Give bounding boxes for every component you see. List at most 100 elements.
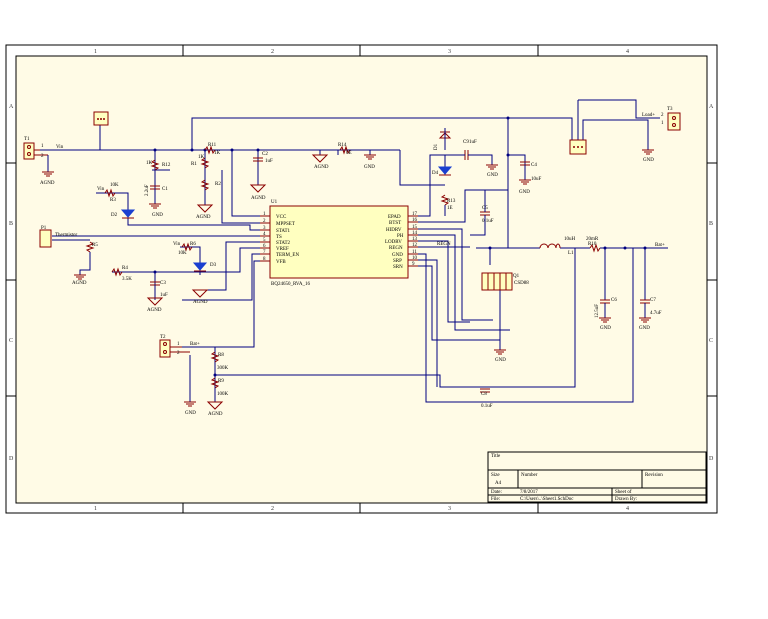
row-label-d: D — [9, 456, 14, 462]
pin-num-9: 9 — [412, 262, 415, 267]
gnd-label-c1: GND — [152, 213, 163, 218]
ic-u1-name: BQ24650_RVA_16 — [271, 282, 310, 287]
r14-ref: R14 — [338, 143, 347, 148]
r3-value: 10K — [110, 183, 119, 188]
c9-ref: C9 — [463, 140, 469, 145]
pin-num-17: 17 — [412, 212, 418, 217]
resistor-r8[interactable] — [210, 351, 220, 363]
resistor-r9[interactable] — [210, 377, 220, 389]
q1-ref: Q1 — [513, 274, 520, 279]
pin-name-lodrv: LODRV — [385, 240, 402, 245]
agnd-symbol-r2 — [196, 204, 214, 213]
connector-p1[interactable] — [39, 229, 52, 248]
c1-value: 2.2uF — [145, 184, 150, 196]
c5-value: 0.1uF — [482, 219, 494, 224]
r2-ref: R2 — [215, 182, 221, 187]
resistor-r3[interactable] — [104, 188, 116, 198]
pin-num-1: 1 — [263, 212, 266, 217]
c9-value: 1uF — [469, 140, 477, 145]
gnd-symbol-t3 — [642, 149, 654, 155]
r6-value: 10K — [178, 251, 187, 256]
c3-value: 1uF — [160, 293, 168, 298]
capacitor-c7[interactable] — [640, 299, 650, 318]
r1-ref: R1 — [191, 162, 197, 167]
resistor-r14[interactable] — [339, 145, 351, 155]
gnd-label-c4: GND — [519, 190, 530, 195]
ic-u1[interactable] — [269, 205, 409, 279]
revision-label: Revision — [645, 473, 663, 478]
c2-value: 1uF — [265, 159, 273, 164]
agnd-label-r2: AGND — [196, 215, 211, 220]
pin-num-10: 10 — [412, 256, 418, 261]
connector-t3[interactable] — [667, 112, 681, 131]
connector-t1[interactable] — [23, 142, 49, 172]
net-label-regn: REGN — [437, 242, 451, 247]
led-d2[interactable] — [120, 209, 136, 219]
d1-ref: D1 — [434, 143, 439, 150]
size-value: A4 — [495, 481, 502, 486]
agnd-label-d3: AGND — [193, 300, 208, 305]
row-label-c: C — [9, 338, 13, 344]
pin-name-vref: VREF — [276, 247, 289, 252]
resistor-r1[interactable] — [200, 157, 210, 169]
pin-name-vcc: VCC — [276, 215, 287, 220]
mosfet-q1[interactable] — [481, 272, 513, 291]
q1-part: CSD88 — [514, 281, 529, 286]
pin-name-mppset: MPPSET — [276, 222, 295, 227]
r8-ref: R8 — [218, 353, 224, 358]
c2-ref: C2 — [262, 152, 268, 157]
resistor-r2[interactable] — [200, 179, 210, 191]
resistor-r12[interactable] — [150, 159, 160, 171]
connector-top-right[interactable] — [569, 139, 587, 155]
capacitor-c8[interactable] — [480, 388, 490, 393]
pin-name-ph: PH — [397, 234, 404, 239]
led-d3[interactable] — [192, 262, 208, 272]
date-label: Date: — [491, 490, 502, 495]
gnd-symbol-q1 — [494, 349, 506, 355]
agnd-symbol-c2 — [249, 184, 267, 193]
r1-value: 1K — [198, 155, 205, 160]
net-label-vin: Vin — [56, 145, 64, 150]
pin-num-15: 15 — [412, 225, 418, 230]
net-label-load: Load+ — [642, 113, 655, 118]
resistor-r13[interactable] — [440, 194, 450, 216]
title-block — [487, 451, 707, 503]
resistor-r10[interactable] — [589, 243, 601, 253]
diode-d1[interactable] — [438, 128, 452, 150]
gnd-label-c9: GND — [487, 173, 498, 178]
resistor-r5[interactable] — [79, 241, 95, 275]
gnd-symbol-c7 — [639, 317, 651, 323]
capacitor-c2[interactable] — [253, 157, 263, 162]
pin-num-14: 14 — [412, 231, 418, 236]
pin-name-vfb: VFB — [276, 260, 286, 265]
pin-name-gnd: GND — [392, 253, 403, 258]
r6-ref: R6 — [190, 242, 196, 247]
resistor-r4[interactable] — [111, 267, 123, 277]
diode-d4[interactable] — [437, 166, 453, 176]
inductor-l1[interactable] — [539, 243, 561, 249]
r3-ref: R3 — [110, 198, 116, 203]
c7-ref: C7 — [650, 298, 656, 303]
col-label-2: 2 — [271, 49, 274, 55]
r3-vin: Vin — [97, 187, 105, 192]
gnd-label-t3: GND — [643, 158, 654, 163]
col-label-2-bottom: 2 — [271, 506, 274, 512]
capacitor-c6[interactable] — [600, 299, 610, 318]
pin-num-6: 6 — [263, 244, 266, 249]
r12-ref: R12 — [162, 163, 171, 168]
p1-ref: P1 — [41, 226, 47, 231]
gnd-label-q1: GND — [495, 358, 506, 363]
pin-num-5: 5 — [263, 238, 266, 243]
row-label-b: B — [9, 221, 13, 227]
resistor-r11[interactable] — [204, 145, 216, 155]
row-label-a-right: A — [709, 104, 714, 110]
connector-top-left[interactable] — [93, 111, 109, 126]
agnd-label-c2: AGND — [251, 196, 266, 201]
connector-t2[interactable] — [159, 339, 190, 358]
pin-num-4: 4 — [263, 232, 266, 237]
t1-ref: T1 — [24, 137, 30, 142]
resistor-r6[interactable] — [181, 242, 193, 252]
capacitor-c5[interactable] — [470, 190, 490, 236]
